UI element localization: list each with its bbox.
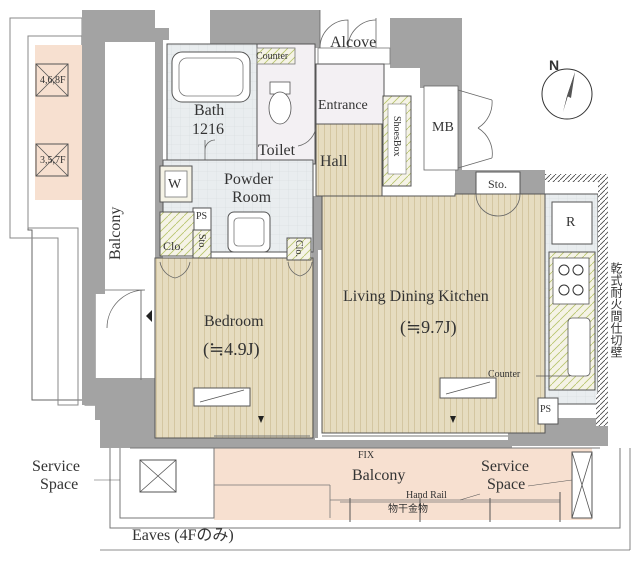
- hall-label: Hall: [320, 153, 348, 170]
- toilet-label: Toilet: [258, 142, 296, 159]
- ldk-floor: [321, 193, 546, 434]
- ldk-size-label: (≒9.7J): [400, 317, 457, 337]
- kitchen-sink: [567, 317, 591, 377]
- upper-floor-label: 4,6,8F: [40, 75, 66, 86]
- toilet-fixture: [268, 91, 292, 125]
- south-balcony: [94, 447, 621, 529]
- washer-label: W: [168, 177, 182, 192]
- fire-wall-label: 乾式耐火間仕切壁: [609, 262, 623, 358]
- ldk-label: Living Dining Kitchen: [343, 288, 489, 305]
- ps-right-label: PS: [540, 404, 552, 415]
- lower-floor-hatch: [35, 143, 69, 177]
- bedroom-size-label: (≒4.9J): [203, 339, 260, 359]
- toilet-counter: [256, 47, 296, 65]
- bedroom-floor: [154, 257, 314, 439]
- ldk-storage-label: Sto.: [488, 177, 508, 191]
- storage-small-label: Sto.: [196, 234, 207, 250]
- alcove-label: Alcove: [330, 34, 377, 51]
- bath-label: Bath: [194, 102, 225, 119]
- closet-1-label: Clo.: [163, 239, 184, 253]
- mb-label: MB: [432, 120, 454, 135]
- mb-area: [423, 85, 459, 171]
- ps-right-box: [537, 397, 559, 425]
- closet-2: [286, 237, 312, 261]
- service-space-right-label-2: Space: [487, 476, 526, 493]
- fix-label: FIX: [358, 450, 375, 461]
- drying-hardware-label: 物干金物: [388, 504, 428, 515]
- toilet-counter-label: Counter: [256, 51, 289, 62]
- hand-rail-label: Hand Rail: [406, 490, 447, 501]
- powder-room-label-2: Room: [232, 189, 272, 206]
- eaves-label: Eaves (4Fのみ): [132, 527, 234, 544]
- powder-room-label-1: Powder: [224, 171, 273, 188]
- upper-floor-hatch: [35, 63, 69, 97]
- lower-floor-label: 3,5,7F: [40, 155, 66, 166]
- cooktop: [552, 257, 590, 305]
- shoes-box-label: ShoesBox: [391, 116, 402, 157]
- entrance-label: Entrance: [318, 98, 368, 113]
- closet-2-label: Clo.: [293, 240, 304, 257]
- west-balcony-label: Balcony: [107, 206, 124, 260]
- ps-left-label: PS: [196, 211, 208, 222]
- bedroom-label: Bedroom: [204, 313, 264, 330]
- bathtub: [171, 51, 251, 103]
- bath-size-label: 1216: [192, 121, 224, 138]
- refrigerator: [551, 201, 593, 245]
- hall-floor: [315, 123, 383, 197]
- fire-wall-hatch: [598, 176, 608, 426]
- service-space-left-label-2: Space: [40, 476, 79, 493]
- north-arrow-icon: [541, 68, 593, 120]
- north-label: N: [549, 57, 560, 73]
- service-space-left-label-1: Service: [32, 458, 80, 475]
- south-balcony-label: Balcony: [352, 467, 406, 484]
- service-space-right-label-1: Service: [481, 458, 529, 475]
- closet-1: [159, 211, 195, 257]
- washbasin: [227, 211, 271, 253]
- kitchen-counter-label: Counter: [488, 369, 521, 380]
- fridge-label: R: [566, 215, 576, 230]
- ldk-storage: [475, 171, 521, 195]
